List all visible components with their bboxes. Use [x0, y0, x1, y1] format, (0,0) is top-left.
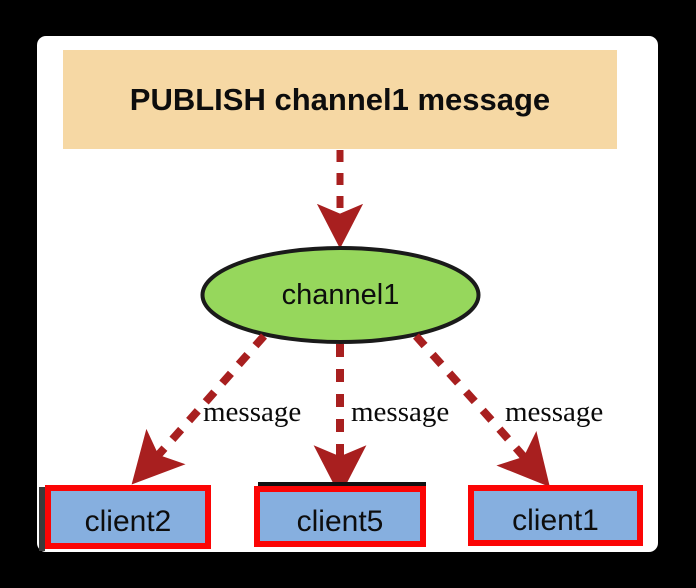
- client-node-label-client1: client1: [512, 503, 599, 537]
- client-node-client2: client2: [45, 485, 211, 549]
- edge-label-message-client1: message: [505, 396, 604, 428]
- client2-box-shadow: [39, 487, 45, 551]
- client-node-client5: client5: [254, 486, 426, 547]
- publish-command-box: PUBLISH channel1 message: [63, 50, 617, 149]
- publish-command-label: PUBLISH channel1 message: [129, 81, 551, 117]
- client5-box-topline: [258, 482, 426, 486]
- client-node-label-client2: client2: [84, 505, 172, 538]
- client-node-label-client5: client5: [296, 504, 384, 538]
- edge-label-message-client5: message: [351, 396, 450, 428]
- client-node-client1: client1: [468, 485, 643, 546]
- edge-label-message-client2: message: [203, 396, 302, 428]
